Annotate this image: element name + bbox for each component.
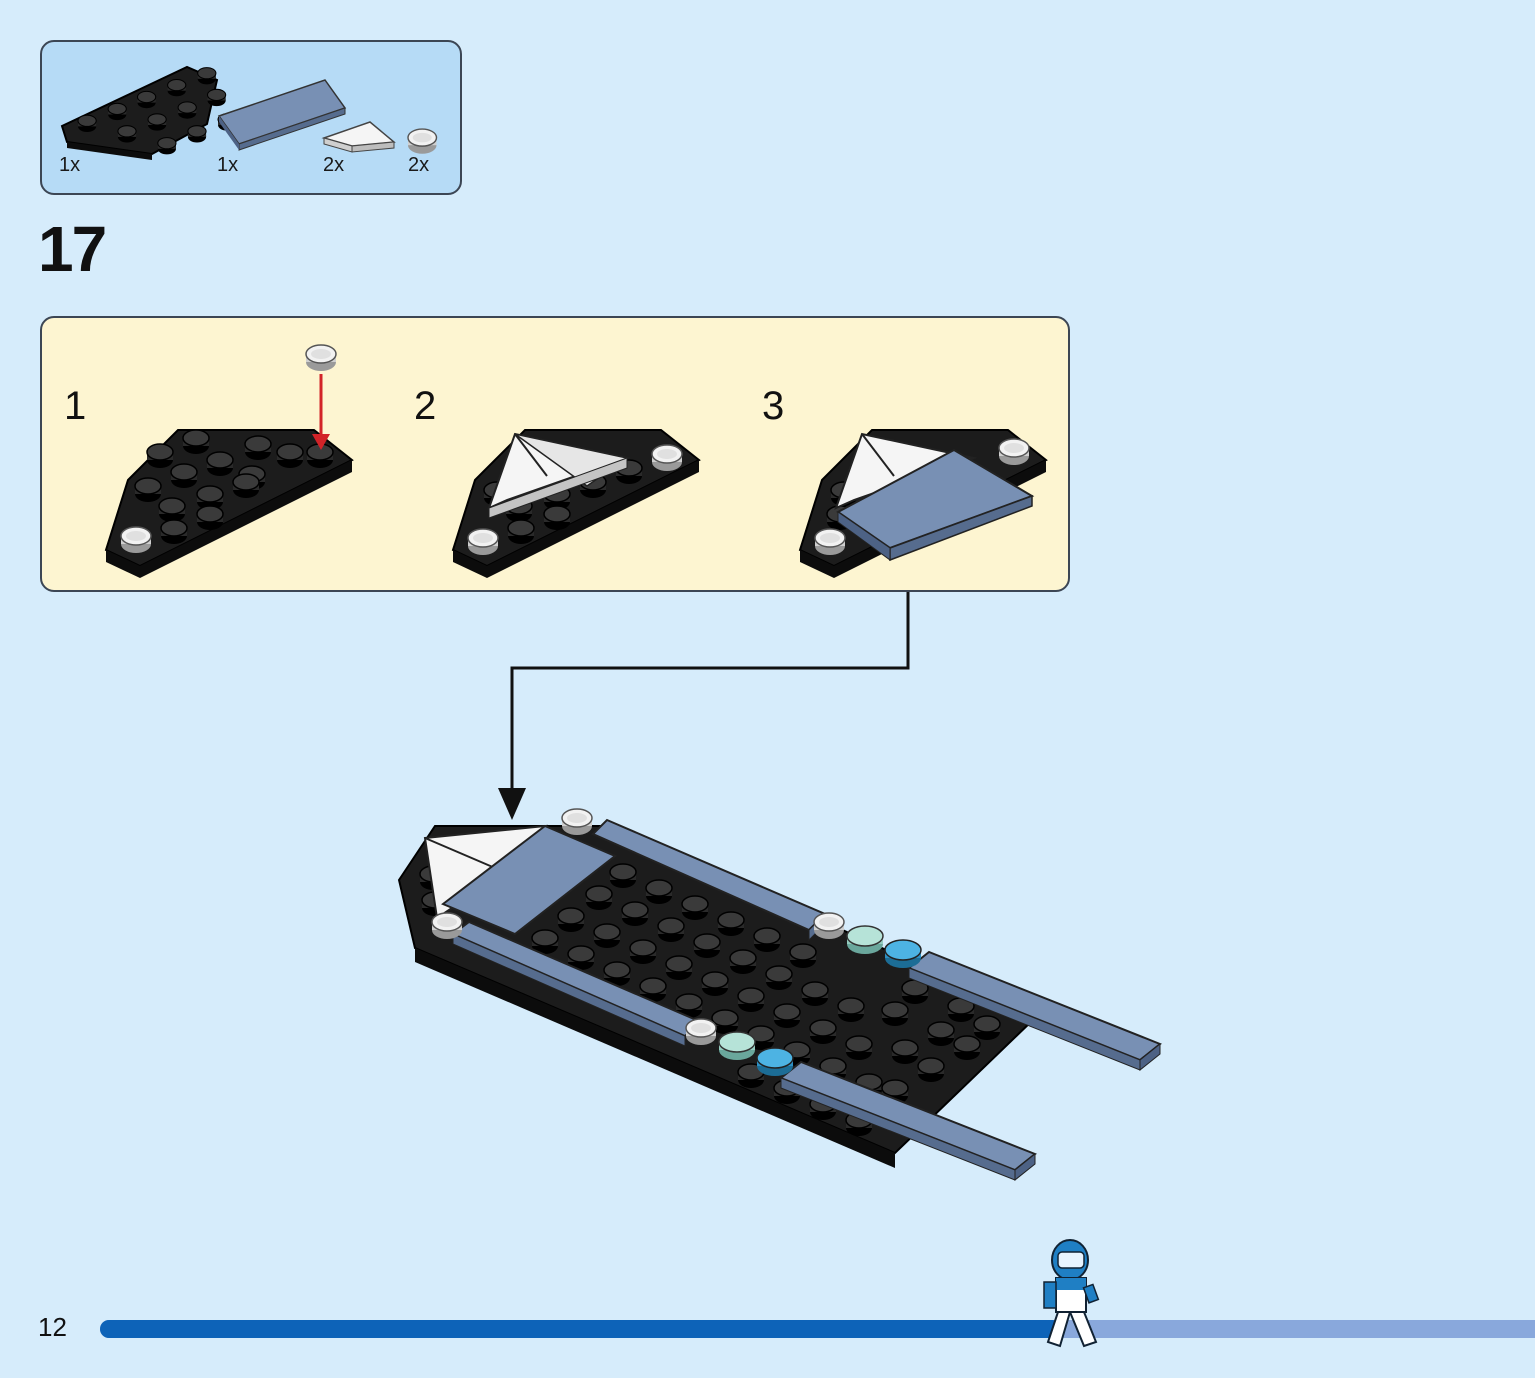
sand-blue-tile-image	[217, 79, 347, 151]
part-quantity: 2x	[323, 154, 345, 176]
progress-fill	[100, 1320, 1062, 1338]
substeps-panel: 1 2 3	[40, 316, 1070, 592]
substep-3-illustration	[798, 429, 1048, 578]
substep-number: 3	[762, 384, 785, 428]
part-quantity: 1x	[59, 154, 81, 176]
substep-2-illustration	[451, 429, 701, 578]
minifigure-icon	[1043, 1239, 1100, 1348]
part-quantity: 1x	[217, 154, 239, 176]
white-wedge-tile-image	[321, 121, 396, 153]
substep-number: 1	[64, 384, 87, 428]
progress-bar	[100, 1320, 1535, 1338]
part-quantity: 2x	[408, 154, 430, 176]
main-model-illustration	[397, 808, 1162, 1182]
step-number: 17	[38, 213, 107, 285]
substep-1-illustration	[104, 344, 354, 578]
parts-list-panel: 1x 1x 2x 2x	[40, 40, 462, 195]
page-number: 12	[38, 1312, 67, 1342]
substep-number: 2	[414, 384, 437, 428]
black-wedge-plate-image	[60, 65, 237, 160]
